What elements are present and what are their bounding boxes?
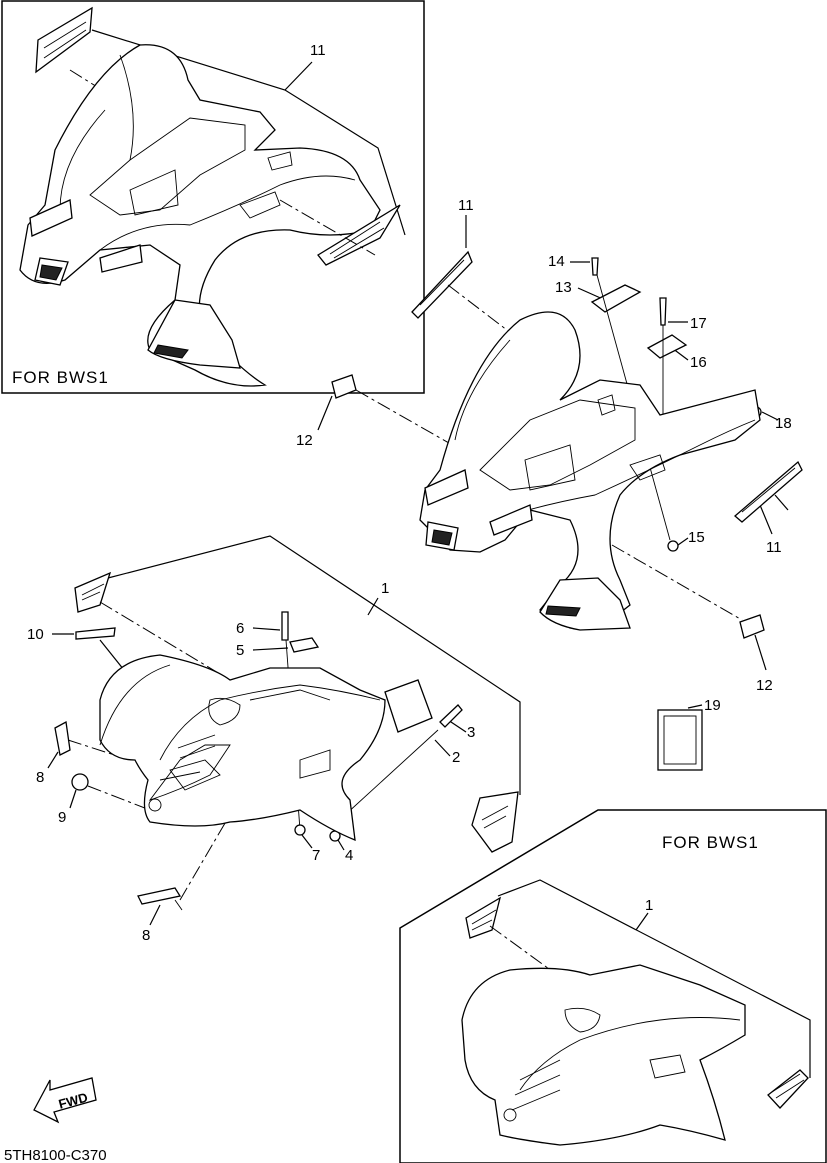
callout-12: 12 [296, 432, 313, 449]
inset-caption: FOR BWS1 [662, 833, 759, 852]
callout-4: 4 [345, 847, 353, 864]
callout-1-inset: 1 [645, 897, 653, 914]
callout-7: 7 [312, 847, 320, 864]
callout-14: 14 [548, 253, 565, 270]
plate-13 [590, 284, 642, 313]
callout-10: 10 [27, 626, 44, 643]
callout-1: 1 [381, 580, 389, 597]
plate-5 [289, 637, 320, 653]
decal-front-top [74, 571, 112, 613]
drawing-code: 5TH8100-C370 [4, 1147, 107, 1163]
label-12 [739, 614, 765, 639]
plate-16 [646, 334, 688, 359]
callout-18: 18 [775, 415, 792, 432]
callout-8: 8 [36, 769, 44, 786]
callout-8: 8 [142, 927, 150, 944]
cap-9 [71, 773, 89, 791]
callout-11: 11 [458, 197, 474, 214]
decal-8 [137, 887, 182, 905]
callout-5: 5 [236, 642, 244, 659]
leader-line [107, 535, 521, 795]
callout-13: 13 [555, 279, 572, 296]
callout-11: 11 [766, 539, 782, 556]
front-fender-assembly: 1 10 6 5 3 2 7 4 8 9 [27, 535, 521, 944]
grommet-15 [667, 540, 679, 552]
callout-11-inset: 11 [310, 42, 326, 59]
callout-12: 12 [756, 677, 773, 694]
rear-fender-part [19, 44, 381, 387]
inset-rear-fender-bws1: FOR BWS1 11 [1, 0, 425, 394]
callout-3: 3 [467, 724, 475, 741]
plate-2 [384, 679, 433, 733]
label-19: 19 [657, 697, 721, 771]
decal-front-side [767, 1069, 809, 1109]
emblem-10 [75, 627, 116, 640]
grommet-7 [294, 824, 306, 836]
rear-fender-assembly: 11 14 13 17 16 18 15 11 12 12 [296, 197, 803, 694]
label-12 [331, 374, 357, 399]
decal-11 [411, 250, 473, 319]
callout-6: 6 [236, 620, 244, 637]
decal-11 [734, 460, 803, 523]
fwd-label: FWD [57, 1090, 89, 1112]
rivet-14 [591, 257, 599, 276]
callout-17: 17 [690, 315, 707, 332]
callout-9: 9 [58, 809, 66, 826]
leader-line [497, 879, 811, 1078]
callout-15: 15 [688, 529, 705, 546]
leader-line [91, 29, 406, 236]
callout-19: 19 [704, 697, 721, 714]
screw-3 [439, 704, 463, 728]
callout-2: 2 [452, 749, 460, 766]
inset-caption: FOR BWS1 [12, 368, 109, 387]
inset-front-fender-bws1: FOR BWS1 1 [399, 809, 827, 1163]
decal-11 [35, 6, 93, 74]
rivet-6 [281, 611, 289, 641]
callout-16: 16 [690, 354, 707, 371]
fwd-arrow-icon: FWD [33, 1077, 97, 1124]
rivet-17 [659, 297, 667, 326]
reflector-8 [54, 720, 71, 756]
